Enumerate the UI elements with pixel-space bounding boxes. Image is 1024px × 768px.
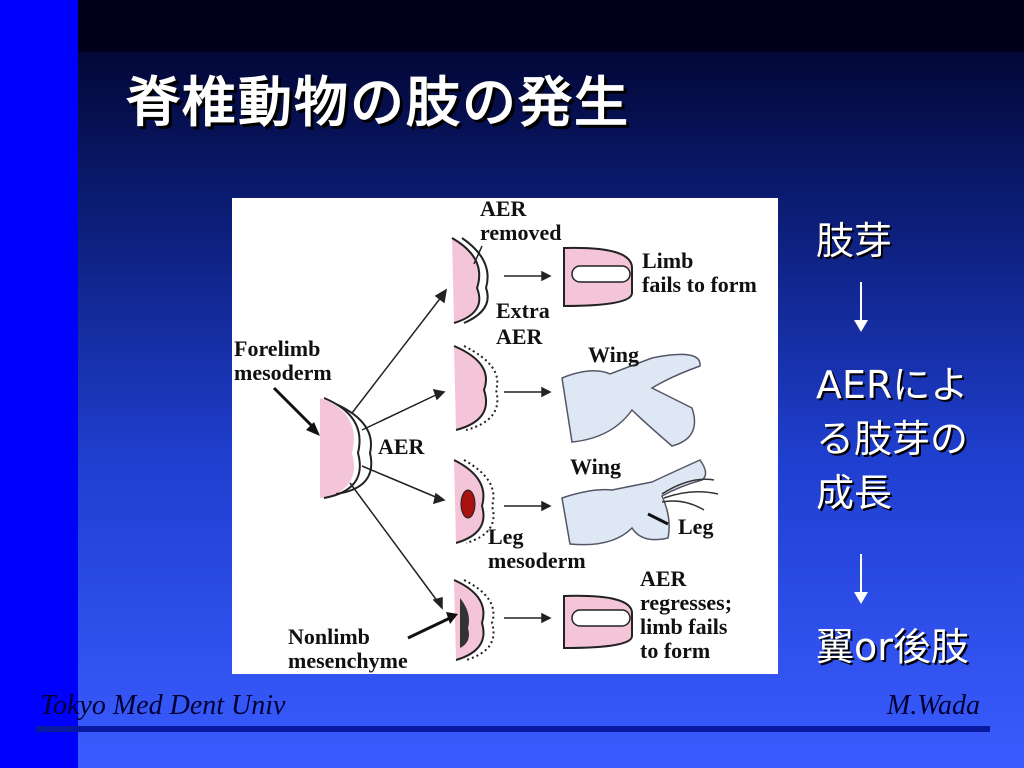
failed-limb-row1 <box>563 246 633 308</box>
label-nonlimb-1: Nonlimb <box>288 624 370 649</box>
label-limb-fails-1: Limb <box>642 248 693 273</box>
footer-line <box>36 726 990 732</box>
wing-shape <box>561 353 701 447</box>
side-arrow-2 <box>860 554 862 594</box>
row1-bud <box>451 237 489 324</box>
slide-title: 脊椎動物の肢の発生 <box>126 71 630 134</box>
leg-claws <box>661 478 719 511</box>
label-leg: Leg <box>678 514 713 539</box>
label-aer-regresses-4: to form <box>640 638 710 663</box>
label-wing-1: Wing <box>588 342 639 367</box>
row4-bud <box>453 579 495 661</box>
central-limb-bud <box>320 397 373 499</box>
left-accent-bar <box>0 0 78 768</box>
footer-left: Tokyo Med Dent Univ <box>40 690 286 721</box>
side-step-2-line2: る肢芽の <box>816 417 969 461</box>
row2-bud <box>453 345 499 431</box>
wing-leg-shape <box>561 459 707 546</box>
side-step-2-line1: AERによ <box>816 363 969 407</box>
label-limb-fails-2: fails to form <box>642 272 757 297</box>
label-nonlimb-2: mesenchyme <box>288 648 408 673</box>
row3-bud <box>453 459 495 544</box>
label-leg-mesoderm-2: mesoderm <box>488 548 586 573</box>
side-step-2-line3: 成長 <box>816 471 893 515</box>
label-extra-aer-1: Extra <box>496 298 550 323</box>
label-aer-regresses-1: AER <box>640 566 688 591</box>
label-forelimb-1: Forelimb <box>234 336 320 361</box>
label-aer: AER <box>378 434 426 459</box>
side-arrow-head-1 <box>854 320 868 332</box>
label-extra-aer-2: AER <box>496 324 544 349</box>
failed-limb-row4 <box>563 594 633 650</box>
label-aer-regresses-2: regresses; <box>640 590 732 615</box>
side-step-3: 翼or後肢 <box>816 625 969 669</box>
side-arrow-1 <box>860 282 862 322</box>
side-arrow-head-2 <box>854 592 868 604</box>
label-leg-mesoderm-1: Leg <box>488 524 523 549</box>
label-forelimb-2: mesoderm <box>234 360 332 385</box>
label-wing-2: Wing <box>570 454 621 479</box>
top-band <box>78 0 1024 52</box>
side-step-1: 肢芽 <box>816 219 893 263</box>
limb-development-figure: Forelimb mesoderm AER AER removed Limb f… <box>232 198 778 674</box>
footer-right: M.Wada <box>886 690 980 721</box>
result-arrows <box>504 270 552 624</box>
label-aer-regresses-3: limb fails <box>640 614 728 639</box>
figure-svg: Forelimb mesoderm AER AER removed Limb f… <box>234 198 757 673</box>
label-aer-removed-1: AER <box>480 198 528 221</box>
label-aer-removed-2: removed <box>480 220 561 245</box>
forelimb-pointer <box>272 386 318 432</box>
fan-arrows <box>349 288 448 610</box>
